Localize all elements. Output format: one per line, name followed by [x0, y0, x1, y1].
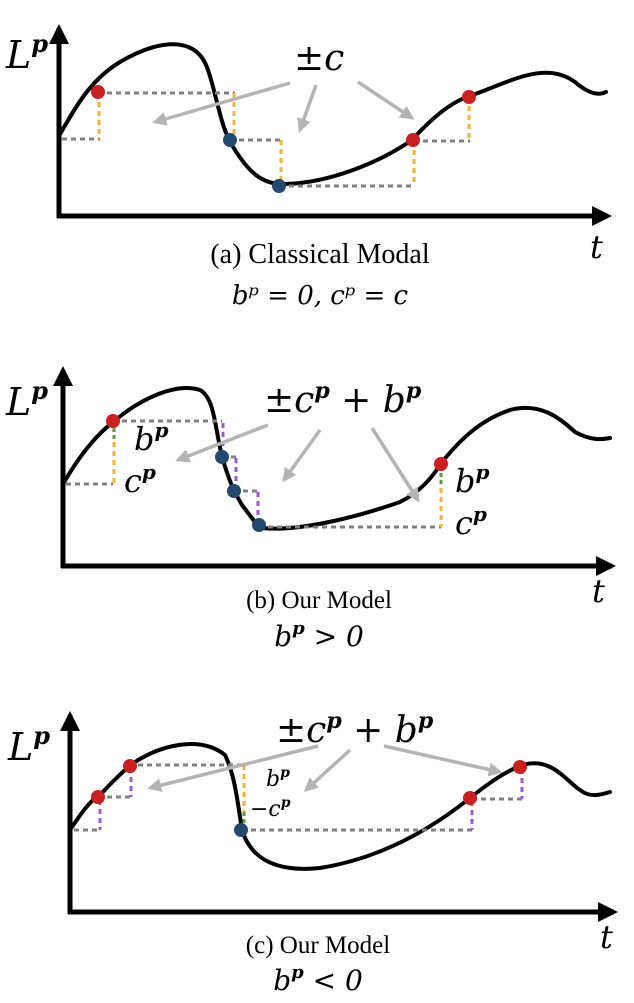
data-point-red: [106, 414, 120, 428]
x-axis-label: t: [592, 572, 605, 610]
panel-a: Lp t ±c (a) Classical Modal bᵖ = 0, cᵖ =…: [5, 24, 612, 311]
y-axis-label: Lp: [7, 721, 50, 769]
annotation-arrow: [152, 81, 291, 126]
x-axis-label: t: [600, 918, 613, 956]
data-point-red: [462, 90, 476, 104]
annotation-arrow: [370, 427, 420, 503]
annotation-arrow: [357, 80, 415, 120]
annotation-arrow: [297, 84, 318, 133]
bias-label: bp: [455, 460, 489, 500]
data-point-blue: [234, 823, 248, 837]
y-axis-label: Lp: [5, 29, 48, 77]
margin-label: cp: [455, 502, 487, 542]
annotation-arrow: [383, 744, 503, 777]
annotation-arrow: [303, 748, 352, 792]
annotation-arrow: [282, 428, 322, 483]
bias-label: bp: [134, 418, 168, 458]
data-point-blue: [272, 179, 286, 193]
panel-caption: (c) Our Model: [246, 932, 390, 959]
margin-label: −cp: [250, 795, 291, 822]
data-point-red: [91, 85, 105, 99]
panel-caption: (a) Classical Modal: [210, 239, 429, 270]
panel-condition: bᵖ = 0, cᵖ = c: [232, 281, 409, 311]
annotation-label: ±c: [294, 38, 344, 79]
panel-condition: bp > 0: [274, 618, 364, 653]
annotation-arrow: [147, 744, 319, 793]
data-point-blue: [227, 484, 241, 498]
margin-label: cp: [124, 460, 156, 500]
annotation-label: ±cp + bp: [276, 708, 434, 751]
bias-label: bp: [266, 765, 290, 792]
data-point-red: [91, 790, 105, 804]
data-point-red: [463, 791, 477, 805]
data-point-blue: [223, 133, 237, 147]
data-point-blue: [252, 518, 266, 532]
panel-c: Lp t ±cp + bp bp −cp (c) Our Model bp < …: [7, 708, 618, 997]
loss-curve: [68, 742, 612, 871]
data-point-red: [406, 133, 420, 147]
data-point-red: [513, 760, 527, 774]
annotation-label: ±cp + bp: [264, 378, 422, 421]
data-point-red: [123, 759, 137, 773]
data-point-red: [434, 457, 448, 471]
panel-caption: (b) Our Model: [246, 587, 392, 614]
panel-condition: bp < 0: [273, 962, 363, 997]
data-point-blue: [215, 450, 229, 464]
y-axis-label: Lp: [5, 376, 48, 424]
panel-b: Lp t ±cp + bp bp cp bp cp (b) Our Model …: [5, 366, 616, 653]
annotation-arrow: [175, 423, 269, 463]
x-axis-label: t: [590, 228, 603, 266]
